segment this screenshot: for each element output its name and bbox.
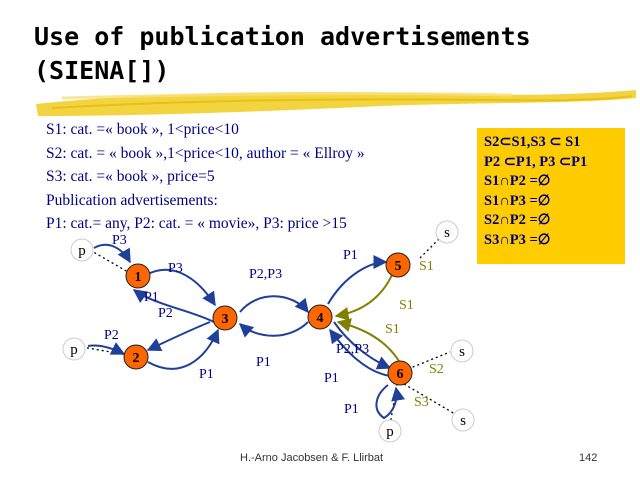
label-s1-node6: S1	[385, 322, 400, 337]
relation-1: S2⊂S1,S3 ⊂ S1	[484, 134, 581, 150]
label-p3-top: P3	[112, 233, 127, 248]
title-line-1: Use of publication advertisements	[34, 22, 531, 51]
node-3-label: 3	[222, 312, 229, 327]
label-p1-node2: P1	[199, 367, 214, 382]
label-p1-node3: P1	[256, 355, 271, 370]
advertisements-list: P1: cat.= any, P2: cat. = « movie», P3: …	[46, 215, 347, 232]
subscription-s2: S2: cat. = « book »,1<price<10, author =…	[46, 144, 365, 162]
slide-title: Use of publication advertisements (SIENA…	[34, 20, 531, 88]
subscriber-bottom: s	[460, 413, 466, 429]
node-1-label: 1	[135, 270, 142, 285]
subscription-s3: S3: cat. =« book », price=5	[46, 168, 215, 185]
advertisements-heading: Publication advertisements:	[46, 191, 218, 209]
node-2: 2	[123, 344, 149, 370]
publisher-bottom-circle	[378, 419, 402, 443]
access-links	[81, 237, 456, 426]
title-underline-brush	[36, 90, 636, 116]
publisher-mid: p	[70, 342, 78, 358]
title-line-2: (SIENA[])	[34, 56, 170, 85]
subscriber-top-circle	[435, 220, 459, 244]
label-p1-loop: P1	[344, 402, 359, 417]
definition-list: S1: cat. =« book », 1<price<10 S2: cat. …	[46, 118, 365, 236]
relation-4: S1∩P3 =∅	[484, 192, 551, 209]
label-p2p3-node4: P2,P3	[336, 342, 369, 357]
label-s1-edge: S1	[399, 298, 414, 313]
relation-3: S1∩P2 =∅	[484, 173, 551, 189]
label-p1-node1: P1	[144, 290, 159, 305]
label-p1-node4: P1	[343, 248, 358, 263]
node-3: 3	[212, 305, 238, 331]
relations-box: S2⊂S1,S3 ⊂ S1 P2 ⊂P1, P3 ⊂P1 S1∩P2 =∅ S1…	[477, 128, 625, 264]
node-6: 6	[387, 360, 413, 386]
subscriber-mid-circle	[450, 339, 474, 363]
node-1: 1	[125, 263, 151, 289]
node-5-label: 5	[395, 259, 402, 274]
node-6-label: 6	[397, 367, 404, 382]
relation-6: S3∩P3 =∅	[484, 231, 551, 248]
relation-5: S2∩P2 =∅	[484, 212, 551, 228]
label-p1-node6: P1	[324, 371, 339, 386]
publisher-mid-circle	[62, 337, 86, 361]
subscriber-bottom-circle	[451, 408, 475, 432]
node-2-label: 2	[133, 351, 140, 366]
page-number: 142	[579, 452, 598, 464]
subscription-s1: S1: cat. =« book », 1<price<10	[46, 121, 239, 138]
label-s2-node6: S2	[429, 362, 444, 377]
label-s1-node5: S1	[419, 259, 434, 274]
label-p2-node2: P2	[104, 328, 119, 343]
footer-credit: H.-Arno Jacobsen & F. Llirbat	[240, 452, 384, 464]
subscriber-top: s	[444, 225, 450, 241]
advertisement-edges	[87, 243, 405, 420]
publisher-top-circle	[70, 238, 94, 262]
relation-2: P2 ⊂P1, P3 ⊂P1	[484, 153, 588, 170]
label-p3-node1: P3	[168, 261, 183, 276]
label-p2-node1: P2	[158, 306, 173, 321]
publisher-top: p	[78, 243, 86, 259]
node-4: 4	[307, 304, 333, 330]
subscriber-mid: s	[459, 344, 465, 360]
publisher-bottom: p	[386, 424, 394, 440]
label-s3-node6: S3	[414, 395, 429, 410]
node-4-label: 4	[317, 311, 324, 326]
label-p2p3-node3: P2,P3	[249, 267, 282, 282]
node-5: 5	[385, 252, 411, 278]
